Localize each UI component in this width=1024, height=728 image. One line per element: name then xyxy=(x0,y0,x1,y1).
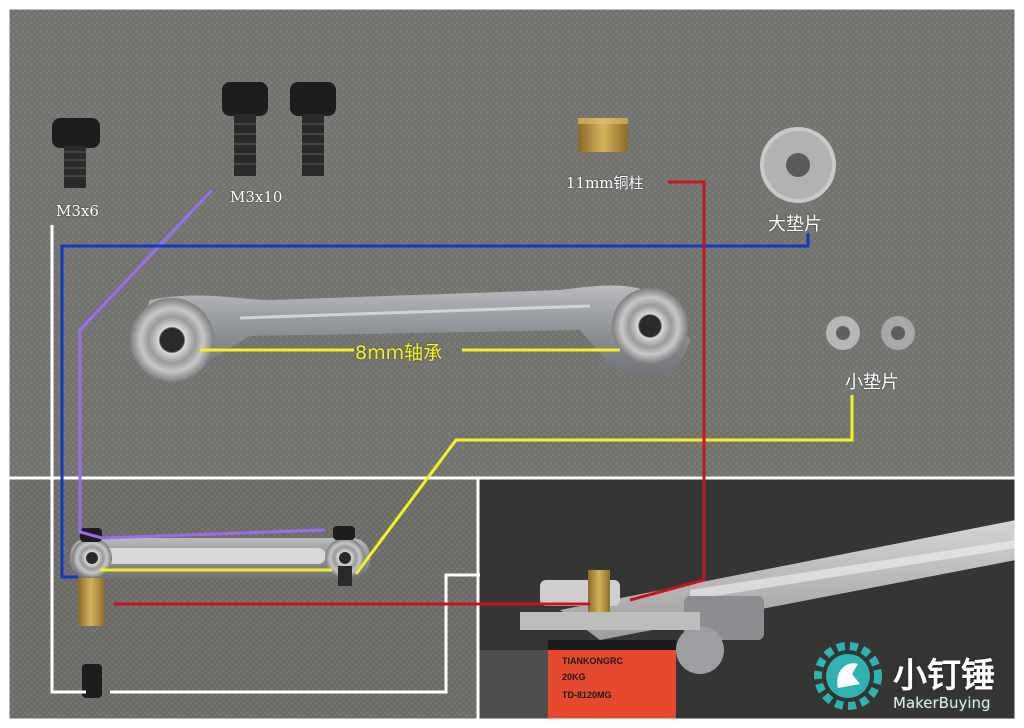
bearing-label: 8mm轴承 xyxy=(355,342,443,364)
yellow-leader-line xyxy=(354,395,854,575)
logo-english-text: MakerBuying xyxy=(893,694,991,712)
link-arm-icon xyxy=(130,285,690,377)
logo-chinese-text: 小钉锤 xyxy=(893,656,995,696)
large-washer-icon xyxy=(760,127,836,203)
bearing-icon xyxy=(130,288,688,382)
servo-model-text: TD-8120MG xyxy=(562,690,612,700)
servo-assembly-icon xyxy=(478,520,1016,720)
m3x10-label: M3x10 xyxy=(230,188,283,206)
white-leader-line-2 xyxy=(110,573,480,694)
panel-borders xyxy=(6,6,1018,722)
large-washer-label: 大垫片 xyxy=(768,214,822,235)
small-washer-label: 小垫片 xyxy=(845,372,899,393)
white-leader-line xyxy=(50,225,86,694)
purple-leader-line xyxy=(78,188,326,540)
red-leader-line xyxy=(629,180,706,602)
m3x6-screw-icon xyxy=(52,118,100,188)
blue-leader-line xyxy=(60,233,810,579)
m3x10-screw-icon xyxy=(222,82,336,176)
servo-spec-text: 20KG xyxy=(562,672,586,682)
gear-logo-icon xyxy=(814,642,882,710)
small-washer-icon xyxy=(826,316,915,350)
servo-brand-text: TIANKONGRC xyxy=(562,656,623,666)
standoff-label: 11mm铜柱 xyxy=(566,174,644,192)
m3x6-label: M3x6 xyxy=(56,202,99,220)
brass-standoff-icon xyxy=(578,118,628,152)
